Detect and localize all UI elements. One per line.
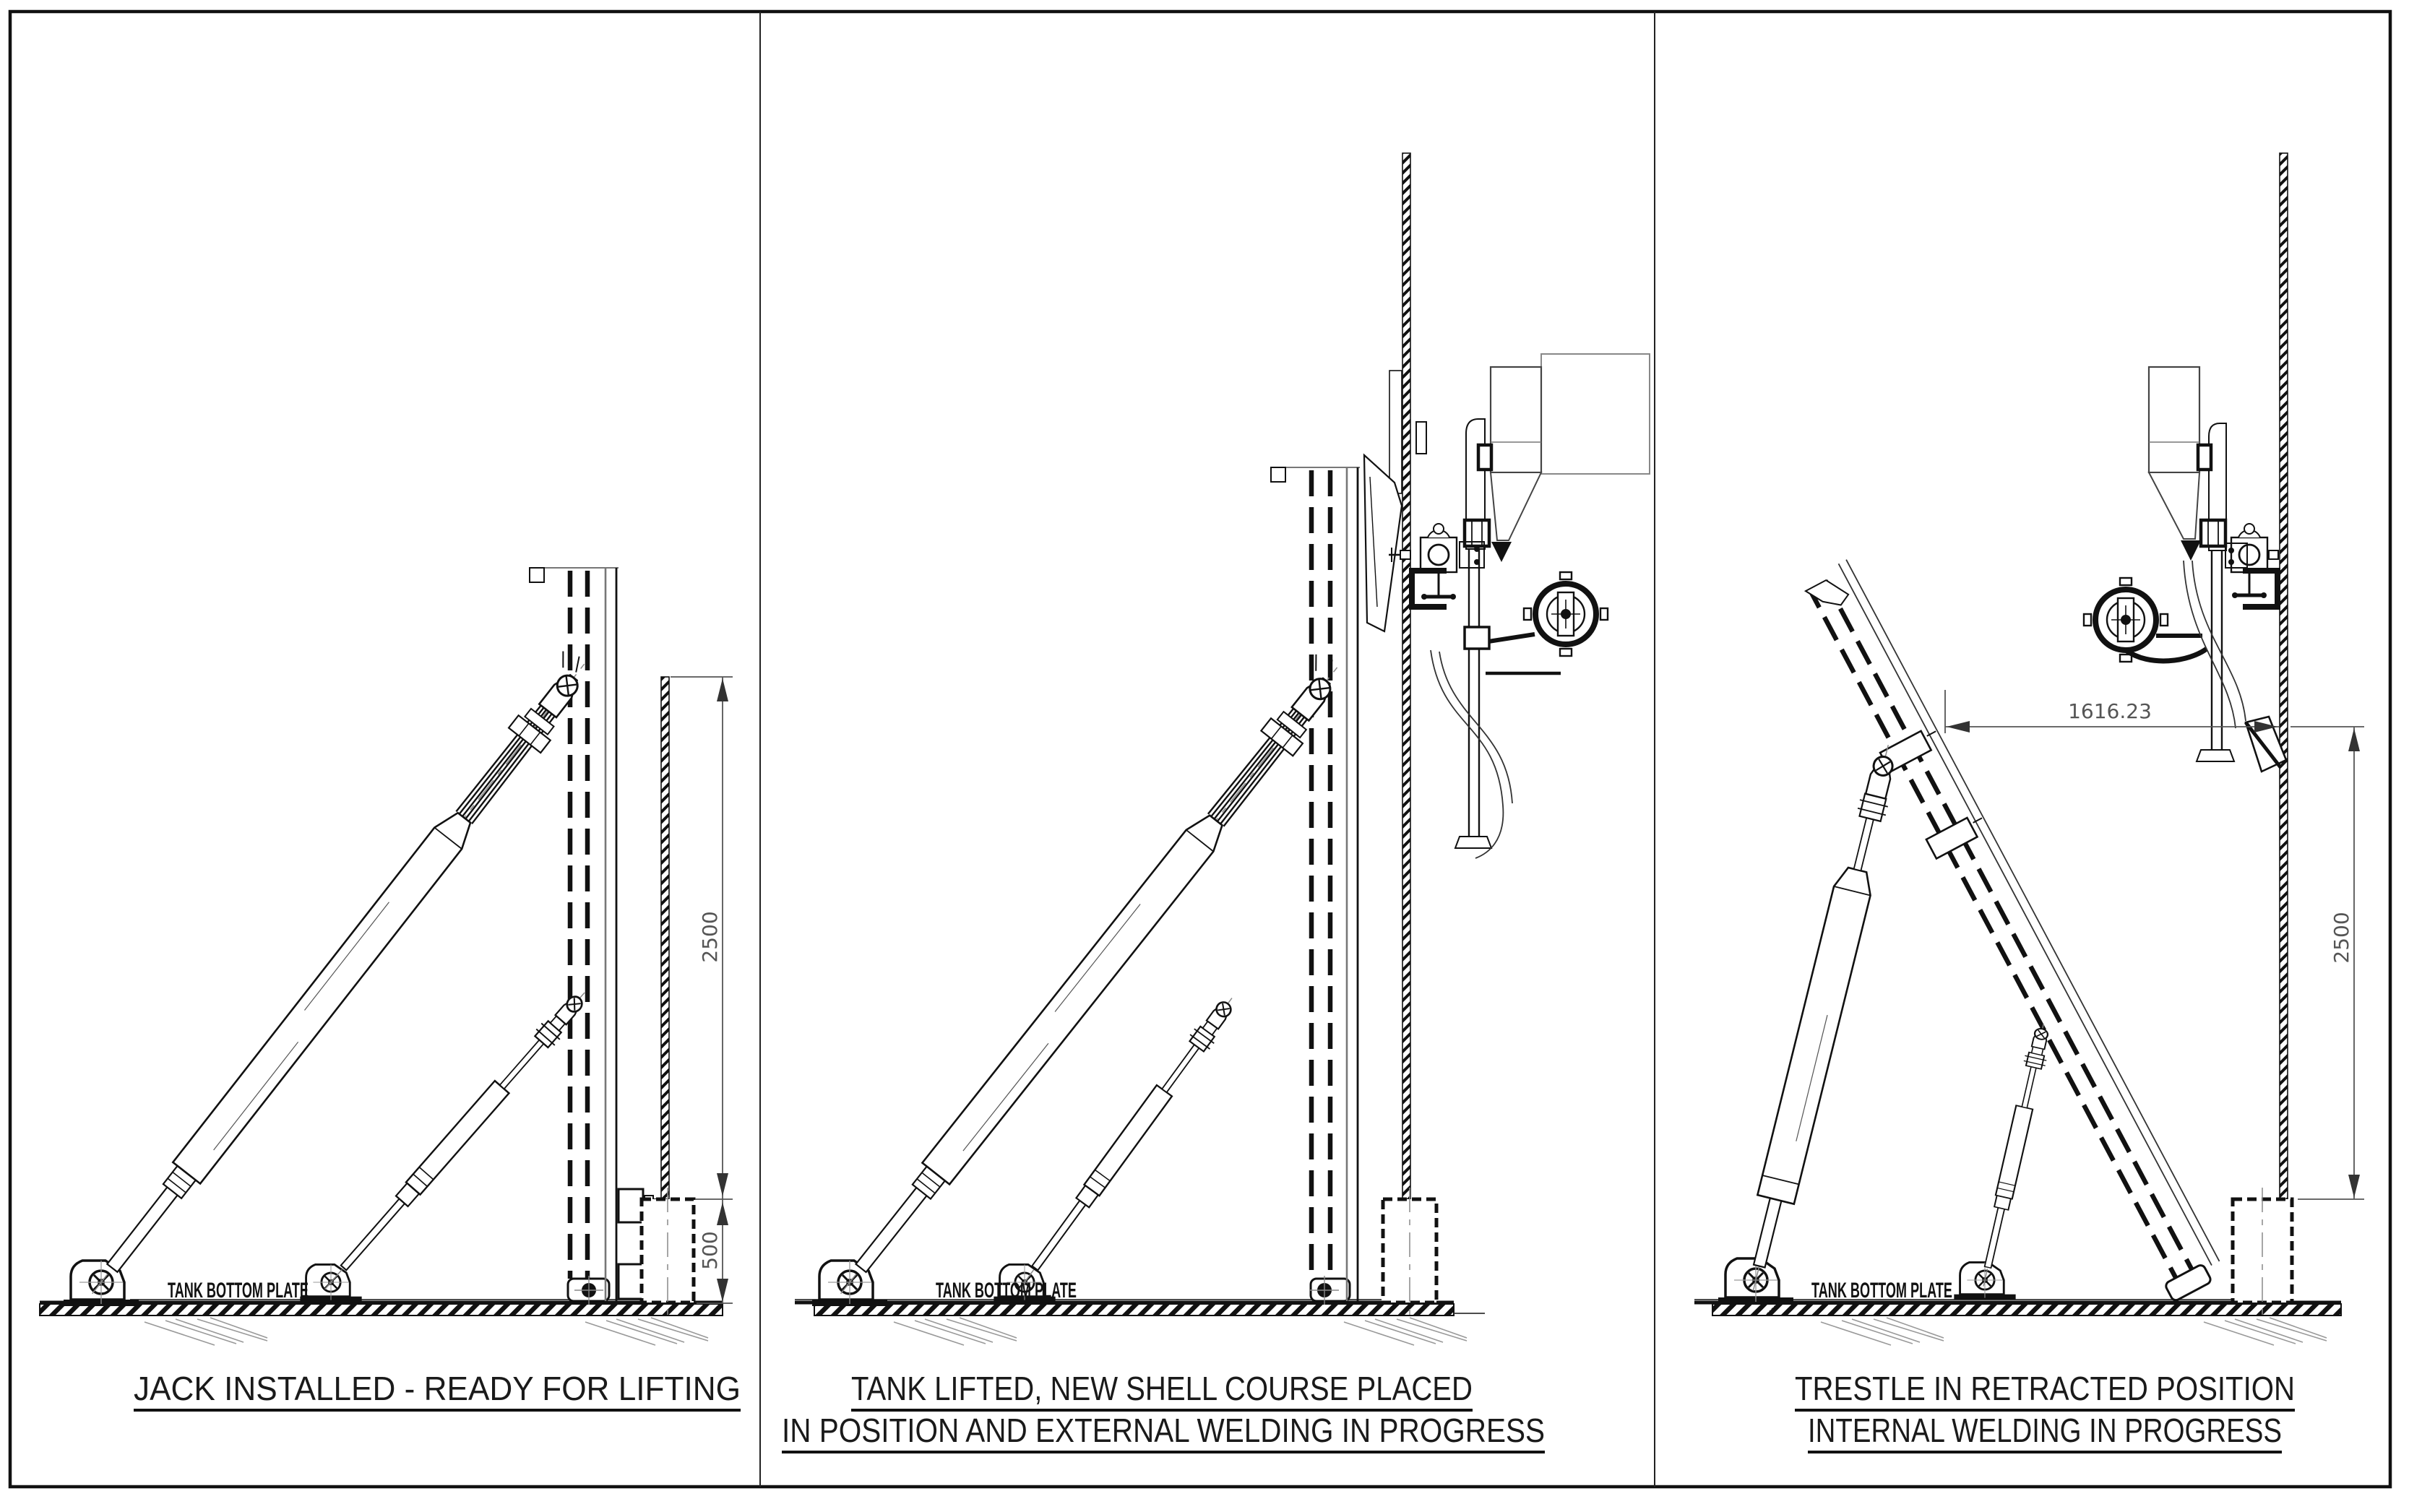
dimension-1616: [1944, 690, 2279, 733]
ground-hatch: [814, 1303, 1455, 1316]
lower-clamp: [1463, 626, 1491, 650]
panel2-caption-line2: IN POSITION AND EXTERNAL WELDING IN PROG…: [782, 1412, 1545, 1449]
column-cap: [529, 567, 545, 583]
drawing-border: [8, 9, 2392, 1489]
tank-bottom-plate-label: TANK BOTTOM PLATE: [168, 1279, 309, 1303]
panel-tank-lifted: TANK BOTTOM PLATE TANK LIFTED, NEW SHELL…: [782, 152, 1650, 1453]
dim-retract-offset: 1616.23: [2068, 699, 2152, 723]
mast-clamp: [1476, 443, 1494, 472]
spool-arm: [1488, 632, 1535, 644]
tank-bottom-plate-label: TANK BOTTOM PLATE: [936, 1279, 1077, 1303]
internal-welding-machine: [2084, 366, 2288, 773]
tank-bottom-plate-label: TANK BOTTOM PLATE: [1811, 1279, 1952, 1303]
panel3-caption-line1: TRESTLE IN RETRACTED POSITION: [1795, 1370, 2295, 1407]
hopper-funnel: [1489, 472, 1543, 541]
external-welding-machine: [1389, 353, 1650, 859]
wall-bracket: [2243, 568, 2280, 610]
funnel-tip: [2181, 540, 2201, 561]
retracted-column: [1803, 559, 2220, 1302]
trestle-head-bracket: [1363, 453, 1403, 633]
panel2-caption-line1: TANK LIFTED, NEW SHELL COURSE PLACED: [851, 1370, 1473, 1407]
panel3-caption-line2: INTERNAL WELDING IN PROGRESS: [1808, 1412, 2282, 1449]
climbing-jack-body: [617, 1188, 645, 1224]
ground-hatch: [39, 1303, 723, 1316]
funnel-tip: [1491, 542, 1512, 562]
wall-bracket: [1409, 568, 1447, 610]
dim-lift-height: 2500: [698, 911, 722, 962]
panel1-caption: JACK INSTALLED - READY FOR LIFTING: [134, 1370, 741, 1407]
roller-clamp: [2199, 518, 2228, 548]
dimension-2500: [2291, 726, 2364, 1200]
hopper-funnel: [2147, 472, 2201, 540]
panel-jack-installed: 2500 500 TANK BOTTOM PLATE JACK INSTALLE…: [39, 567, 741, 1412]
dim-drum-height: 500: [698, 1231, 722, 1269]
flux-hopper: [1489, 366, 1543, 474]
welding-cable: [2192, 560, 2246, 722]
ground-hatch: [1712, 1303, 2342, 1316]
head-bracket: [2225, 543, 2248, 569]
dimension-2500-500: [671, 676, 733, 1304]
feed-cable: [2124, 647, 2209, 664]
wire-drive-motor: [2238, 543, 2261, 566]
shell-wall: [2279, 152, 2288, 1200]
welding-cable: [1430, 649, 1504, 859]
head-bracket: [1459, 541, 1485, 569]
lifted-shell-wall: [1402, 152, 1411, 1200]
shell-plate: [660, 676, 670, 1200]
wire-drive-motor: [1427, 543, 1450, 566]
dim-lift-height: 2500: [2330, 912, 2353, 963]
main-trestle-strut: [1752, 740, 1894, 1291]
mast-clamp: [2196, 443, 2213, 472]
flux-hopper: [2147, 366, 2201, 474]
panel-trestle-retracted: 1616.23 2500 TANK BOTTOM PLATE TRESTLE I…: [1694, 152, 2364, 1453]
wall-hook: [1415, 421, 1427, 454]
